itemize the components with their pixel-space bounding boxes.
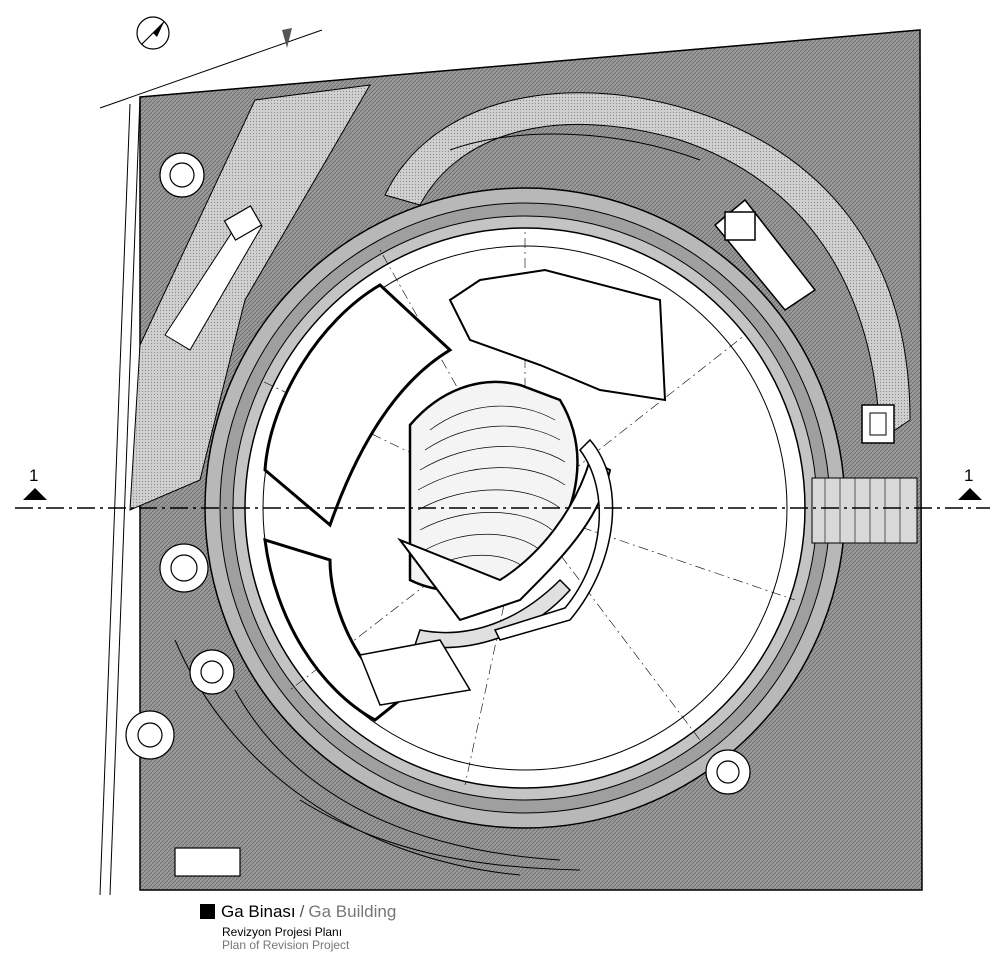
caption-title-tr: Ga Binası <box>221 902 296 921</box>
curved-walkway <box>384 92 911 441</box>
caption-subtitle-en: Plan of Revision Project <box>222 938 350 953</box>
section-number-right: 1 <box>964 466 974 485</box>
caption-title-row: Ga Binası / Ga Building <box>200 902 396 922</box>
vehicle-icon <box>223 205 263 241</box>
caption-title-en: Ga Building <box>308 902 397 921</box>
stair-tower <box>713 198 817 312</box>
site-sign-box <box>174 847 241 877</box>
drawing-caption: Ga Binası / Ga Building Revizyon Projesi… <box>200 902 396 953</box>
auditorium-block <box>263 268 667 722</box>
section-marker-icon <box>23 488 982 500</box>
access-path <box>129 84 371 511</box>
site-plan-drawing <box>15 16 990 896</box>
section-number-left: 1 <box>29 466 39 485</box>
caption-square-icon <box>200 904 215 920</box>
tree-icon <box>125 152 751 795</box>
north-arrow-icon <box>136 16 292 50</box>
east-entrance <box>811 404 918 544</box>
caption-separator: / <box>299 902 305 921</box>
caption-subtitle-tr: Revizyon Projesi Planı <box>222 924 343 939</box>
